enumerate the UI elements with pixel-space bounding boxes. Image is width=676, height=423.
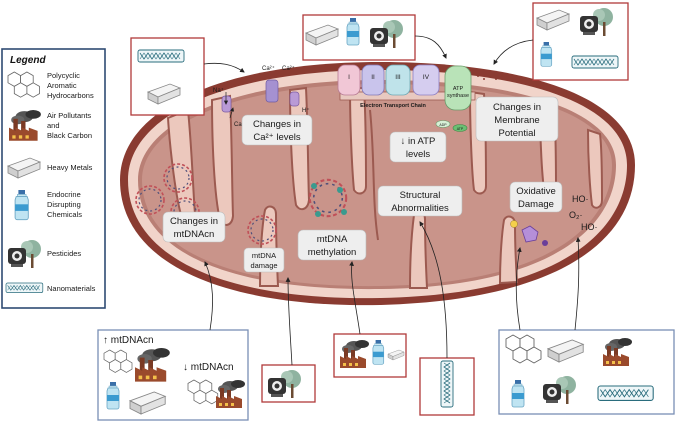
legend-title: Legend (10, 55, 46, 66)
mtdna-circles (135, 163, 348, 245)
radical-o2: O₂· (569, 210, 583, 220)
mtdna-damage-text-1: mtDNA (252, 251, 276, 260)
mtdna-methylation-box (297, 229, 367, 261)
oxidative-text-2: Damage (518, 199, 554, 210)
atp-levels-text-1: ↓ in ATP (401, 136, 436, 147)
radical-ho-2: HO· (581, 222, 598, 232)
h-ca-exchanger (289, 91, 300, 107)
legend-label-edc-3: Chemicals (47, 210, 82, 219)
atp-synthase-label-1: ATP (453, 86, 464, 92)
nanotube-icon (571, 55, 619, 69)
ca-label-top2: Ca²⁺ (282, 65, 295, 72)
crista-line (369, 109, 379, 241)
legend-label-nano: Nanomaterials (47, 284, 96, 293)
na-ca-exchanger (221, 95, 232, 113)
adp-label: ADP (439, 123, 447, 127)
mtdnacn-changes-box (162, 211, 226, 243)
atp-label: ATP (457, 127, 464, 131)
atp-synthase-label-2: synthase (447, 93, 469, 99)
complex-iv (412, 64, 440, 96)
plastic-bottle-icon (511, 379, 525, 408)
mtdna-damage-box (243, 247, 285, 273)
radical-ho-1: HO· (572, 194, 589, 204)
mtdnacn-up-label: ↑ mtDNAcn (103, 335, 154, 346)
ion-channels: Na⁺ Ca²⁺ Ca²⁺ Ca²⁺ H⁺ (213, 65, 310, 128)
exposure-box-bottom-mid (333, 333, 407, 378)
ca-label-left: Ca²⁺ (234, 121, 247, 128)
mcu-channel (265, 79, 279, 103)
legend-label-air-3: Black Carbon (47, 131, 92, 140)
membrane-text-3: Potential (499, 128, 536, 139)
structural-text-1: Structural (400, 190, 441, 201)
proton-dots (477, 75, 509, 80)
legend-label-pesticides: Pesticides (47, 249, 81, 258)
membrane-text-1: Changes in (493, 102, 541, 113)
legend-label-pah-1: Polycyclic (47, 71, 80, 80)
mtdnacn-text-2: mtDNAcn (174, 229, 215, 240)
nanotube-icon (137, 49, 185, 63)
legend-label-metals: Heavy Metals (47, 163, 93, 172)
membrane-text-2: Membrane (494, 115, 539, 126)
plastic-bottle-icon (540, 41, 553, 67)
atp-synthase (444, 65, 472, 111)
methylation-text-1: mtDNA (317, 234, 348, 245)
nanotube-icon (440, 360, 454, 408)
structural-text-2: Abnormalities (391, 203, 449, 214)
plastic-bottle-icon (14, 189, 29, 221)
legend-label-edc-1: Endocrine (47, 190, 81, 199)
mtdnacn-down-label: ↓ mtDNAcn (183, 362, 234, 373)
complex-label-ii: II (371, 74, 375, 81)
legend-label-edc-2: Disrupting (47, 200, 81, 209)
exposure-box-bottom-nano (419, 357, 475, 416)
exposure-box-top-right (532, 2, 629, 81)
complex-label-iv: IV (423, 74, 430, 81)
mtdnacn-text-1: Changes in (170, 216, 218, 227)
exposure-box-top-left (130, 37, 205, 116)
legend-label-pah-2: Aromatic (47, 81, 77, 90)
na-label: Na⁺ (213, 87, 224, 94)
exposure-box-bottom-pest (261, 364, 316, 403)
atp-molecule (452, 124, 468, 132)
complex-i (337, 64, 361, 96)
exposure-box-bottom-right (498, 329, 675, 415)
ca-changes-box (241, 114, 313, 146)
effect-labels: Changes in Ca²⁺ levels ↓ in ATP levels C… (162, 96, 598, 273)
etc-label: Electron Transport Chain (360, 103, 426, 109)
legend: Legend Polycyclic Aromatic Hydrocarbons … (1, 48, 106, 309)
complex-label-iii: III (395, 74, 401, 81)
legend-label-air-2: and (47, 121, 60, 130)
methylation-text-2: methylation (308, 247, 357, 258)
legend-label-air-1: Air Pollutants (47, 111, 91, 120)
legend-label-pah-3: Hydrocarbons (47, 91, 94, 100)
plastic-bottle-icon (106, 381, 120, 410)
ca-label-top1: Ca²⁺ (262, 65, 275, 72)
oxidized-molecule (510, 220, 548, 246)
electron-transport-chain: I II III IV Electron Transport Chain ATP… (337, 64, 509, 132)
plastic-bottle-icon (372, 339, 385, 365)
exposure-box-bottom-left: ↑ mtDNAcn ↓ mtDNAcn (97, 329, 249, 421)
ca-changes-text-2: Ca²⁺ levels (253, 132, 300, 143)
oxidative-box (509, 181, 563, 213)
atp-levels-box (389, 131, 447, 163)
complex-label-i: I (348, 74, 350, 81)
complex-ii (361, 64, 385, 96)
nanotube-icon (597, 385, 654, 401)
oxidative-text-1: Oxidative (516, 186, 556, 197)
adp-molecule (435, 120, 451, 128)
mtdna-damage-text-2: damage (250, 261, 277, 270)
plastic-bottle-icon (346, 17, 360, 46)
nanotube-icon (5, 282, 44, 293)
membrane-potential-box (475, 96, 559, 142)
structural-box (377, 185, 463, 217)
exposure-box-top-center (302, 14, 416, 61)
h-plus-label: H⁺ (302, 107, 310, 114)
atp-levels-text-2: levels (406, 149, 431, 160)
ca-changes-text-1: Changes in (253, 119, 301, 130)
complex-iii (385, 64, 411, 96)
